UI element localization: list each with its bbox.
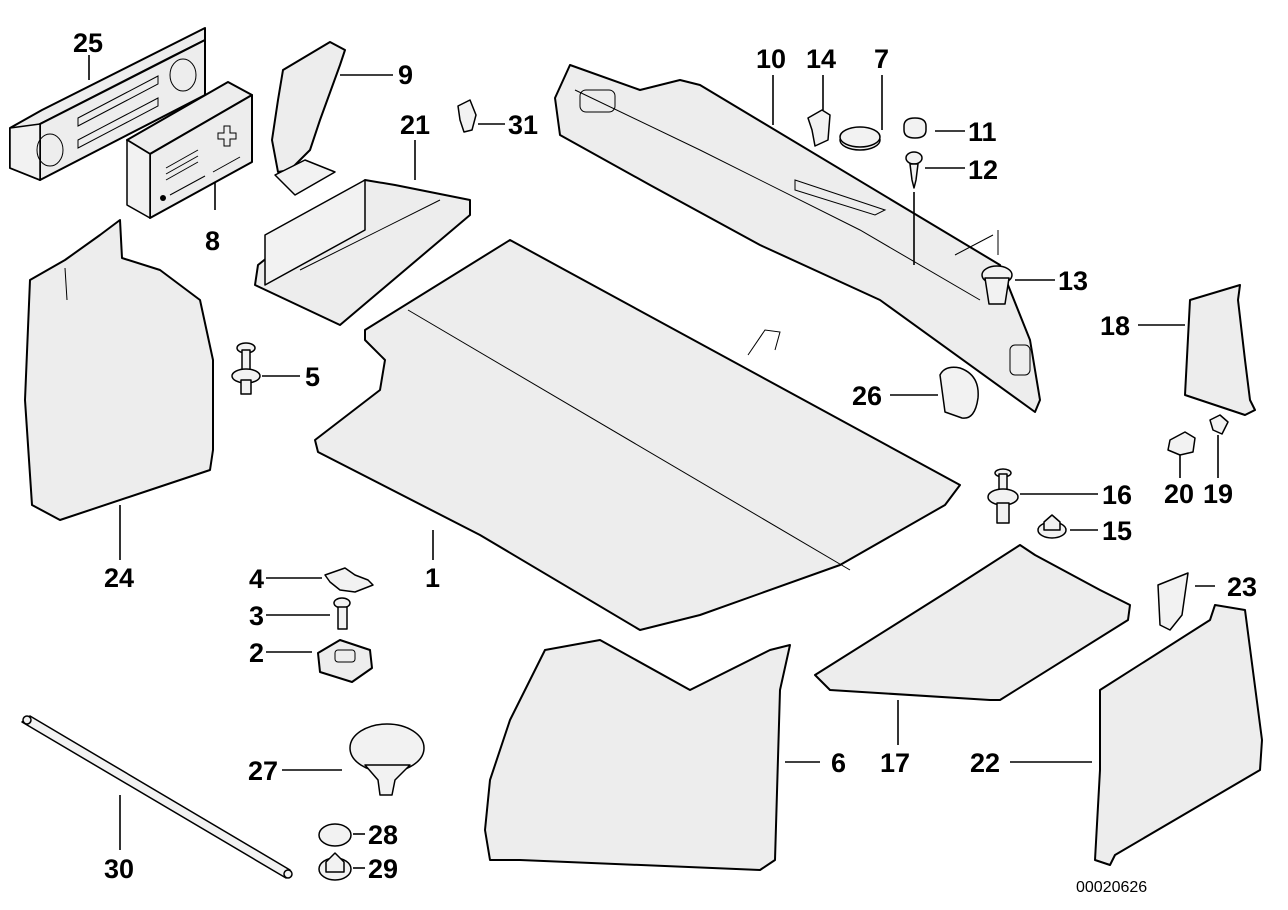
part-nut-clip[interactable] — [318, 852, 352, 881]
part-cover-flap[interactable] — [1157, 572, 1189, 631]
part-hex-nut[interactable] — [1037, 514, 1067, 539]
callout-4: 4 — [249, 564, 264, 594]
part-storage-tray[interactable] — [254, 179, 471, 326]
part-corner-trim[interactable] — [1184, 284, 1256, 416]
callout-14: 14 — [806, 44, 836, 74]
callout-18: 18 — [1100, 311, 1130, 341]
callout-2: 2 — [249, 638, 264, 668]
part-clip[interactable] — [807, 109, 831, 147]
callout-30: 30 — [104, 854, 134, 884]
callout-12: 12 — [968, 155, 998, 185]
callout-27: 27 — [248, 756, 278, 786]
callout-6: 6 — [831, 748, 846, 778]
part-right-side-trim-panel[interactable] — [1094, 604, 1263, 866]
diagram-reference-number: 00020626 — [1076, 879, 1147, 896]
callout-13: 13 — [1058, 266, 1088, 296]
part-retainer[interactable] — [318, 823, 352, 847]
part-screw[interactable] — [905, 151, 923, 265]
callout-26: 26 — [852, 381, 882, 411]
callout-labels: 25 9 31 21 8 10 14 7 11 12 13 18 5 26 20… — [73, 28, 1257, 884]
callout-20: 20 — [1164, 479, 1194, 509]
callout-23: 23 — [1227, 572, 1257, 602]
part-cap[interactable] — [903, 117, 927, 139]
callout-10: 10 — [756, 44, 786, 74]
callout-8: 8 — [205, 226, 220, 256]
callout-31: 31 — [508, 110, 538, 140]
part-cover-cap[interactable] — [939, 366, 979, 419]
callout-7: 7 — [874, 44, 889, 74]
callout-9: 9 — [398, 60, 413, 90]
part-trunk-floor-mat[interactable] — [314, 239, 961, 631]
leader-lines — [88, 55, 1219, 869]
part-knob-fastener[interactable] — [349, 723, 425, 796]
part-expanding-rivet[interactable] — [231, 342, 261, 395]
part-warning-triangle[interactable] — [9, 27, 206, 181]
callout-17: 17 — [880, 748, 910, 778]
part-clip-nut[interactable] — [1209, 414, 1229, 435]
callout-19: 19 — [1203, 479, 1233, 509]
callout-15: 15 — [1102, 516, 1132, 546]
part-left-side-trim-panel[interactable] — [484, 639, 791, 871]
callout-29: 29 — [368, 854, 398, 884]
part-grommet[interactable] — [317, 639, 373, 683]
part-gasket-plate[interactable] — [324, 567, 374, 593]
callout-21: 21 — [400, 110, 430, 140]
part-screw-3[interactable] — [333, 597, 351, 630]
callout-1: 1 — [425, 563, 440, 593]
part-clip-screw[interactable] — [1167, 431, 1196, 456]
callout-24: 24 — [104, 563, 134, 593]
part-spreading-nut[interactable] — [954, 230, 1013, 305]
part-expanding-rivet-2[interactable] — [987, 468, 1019, 524]
callout-3: 3 — [249, 601, 264, 631]
part-clamp[interactable] — [457, 99, 477, 133]
callout-25: 25 — [73, 28, 103, 58]
part-first-aid-kit[interactable] — [126, 81, 253, 219]
part-support-rod[interactable] — [21, 715, 293, 879]
part-plug-cap[interactable] — [839, 126, 881, 151]
callout-28: 28 — [368, 820, 398, 850]
part-bracket[interactable] — [271, 41, 346, 196]
callout-5: 5 — [305, 362, 320, 392]
part-loading-sill-cover[interactable] — [554, 64, 1041, 413]
callout-11: 11 — [968, 117, 997, 147]
part-floor-tray[interactable] — [814, 544, 1131, 701]
callout-16: 16 — [1102, 480, 1132, 510]
callout-22: 22 — [970, 748, 1000, 778]
part-rear-left-trim-panel[interactable] — [24, 219, 214, 521]
